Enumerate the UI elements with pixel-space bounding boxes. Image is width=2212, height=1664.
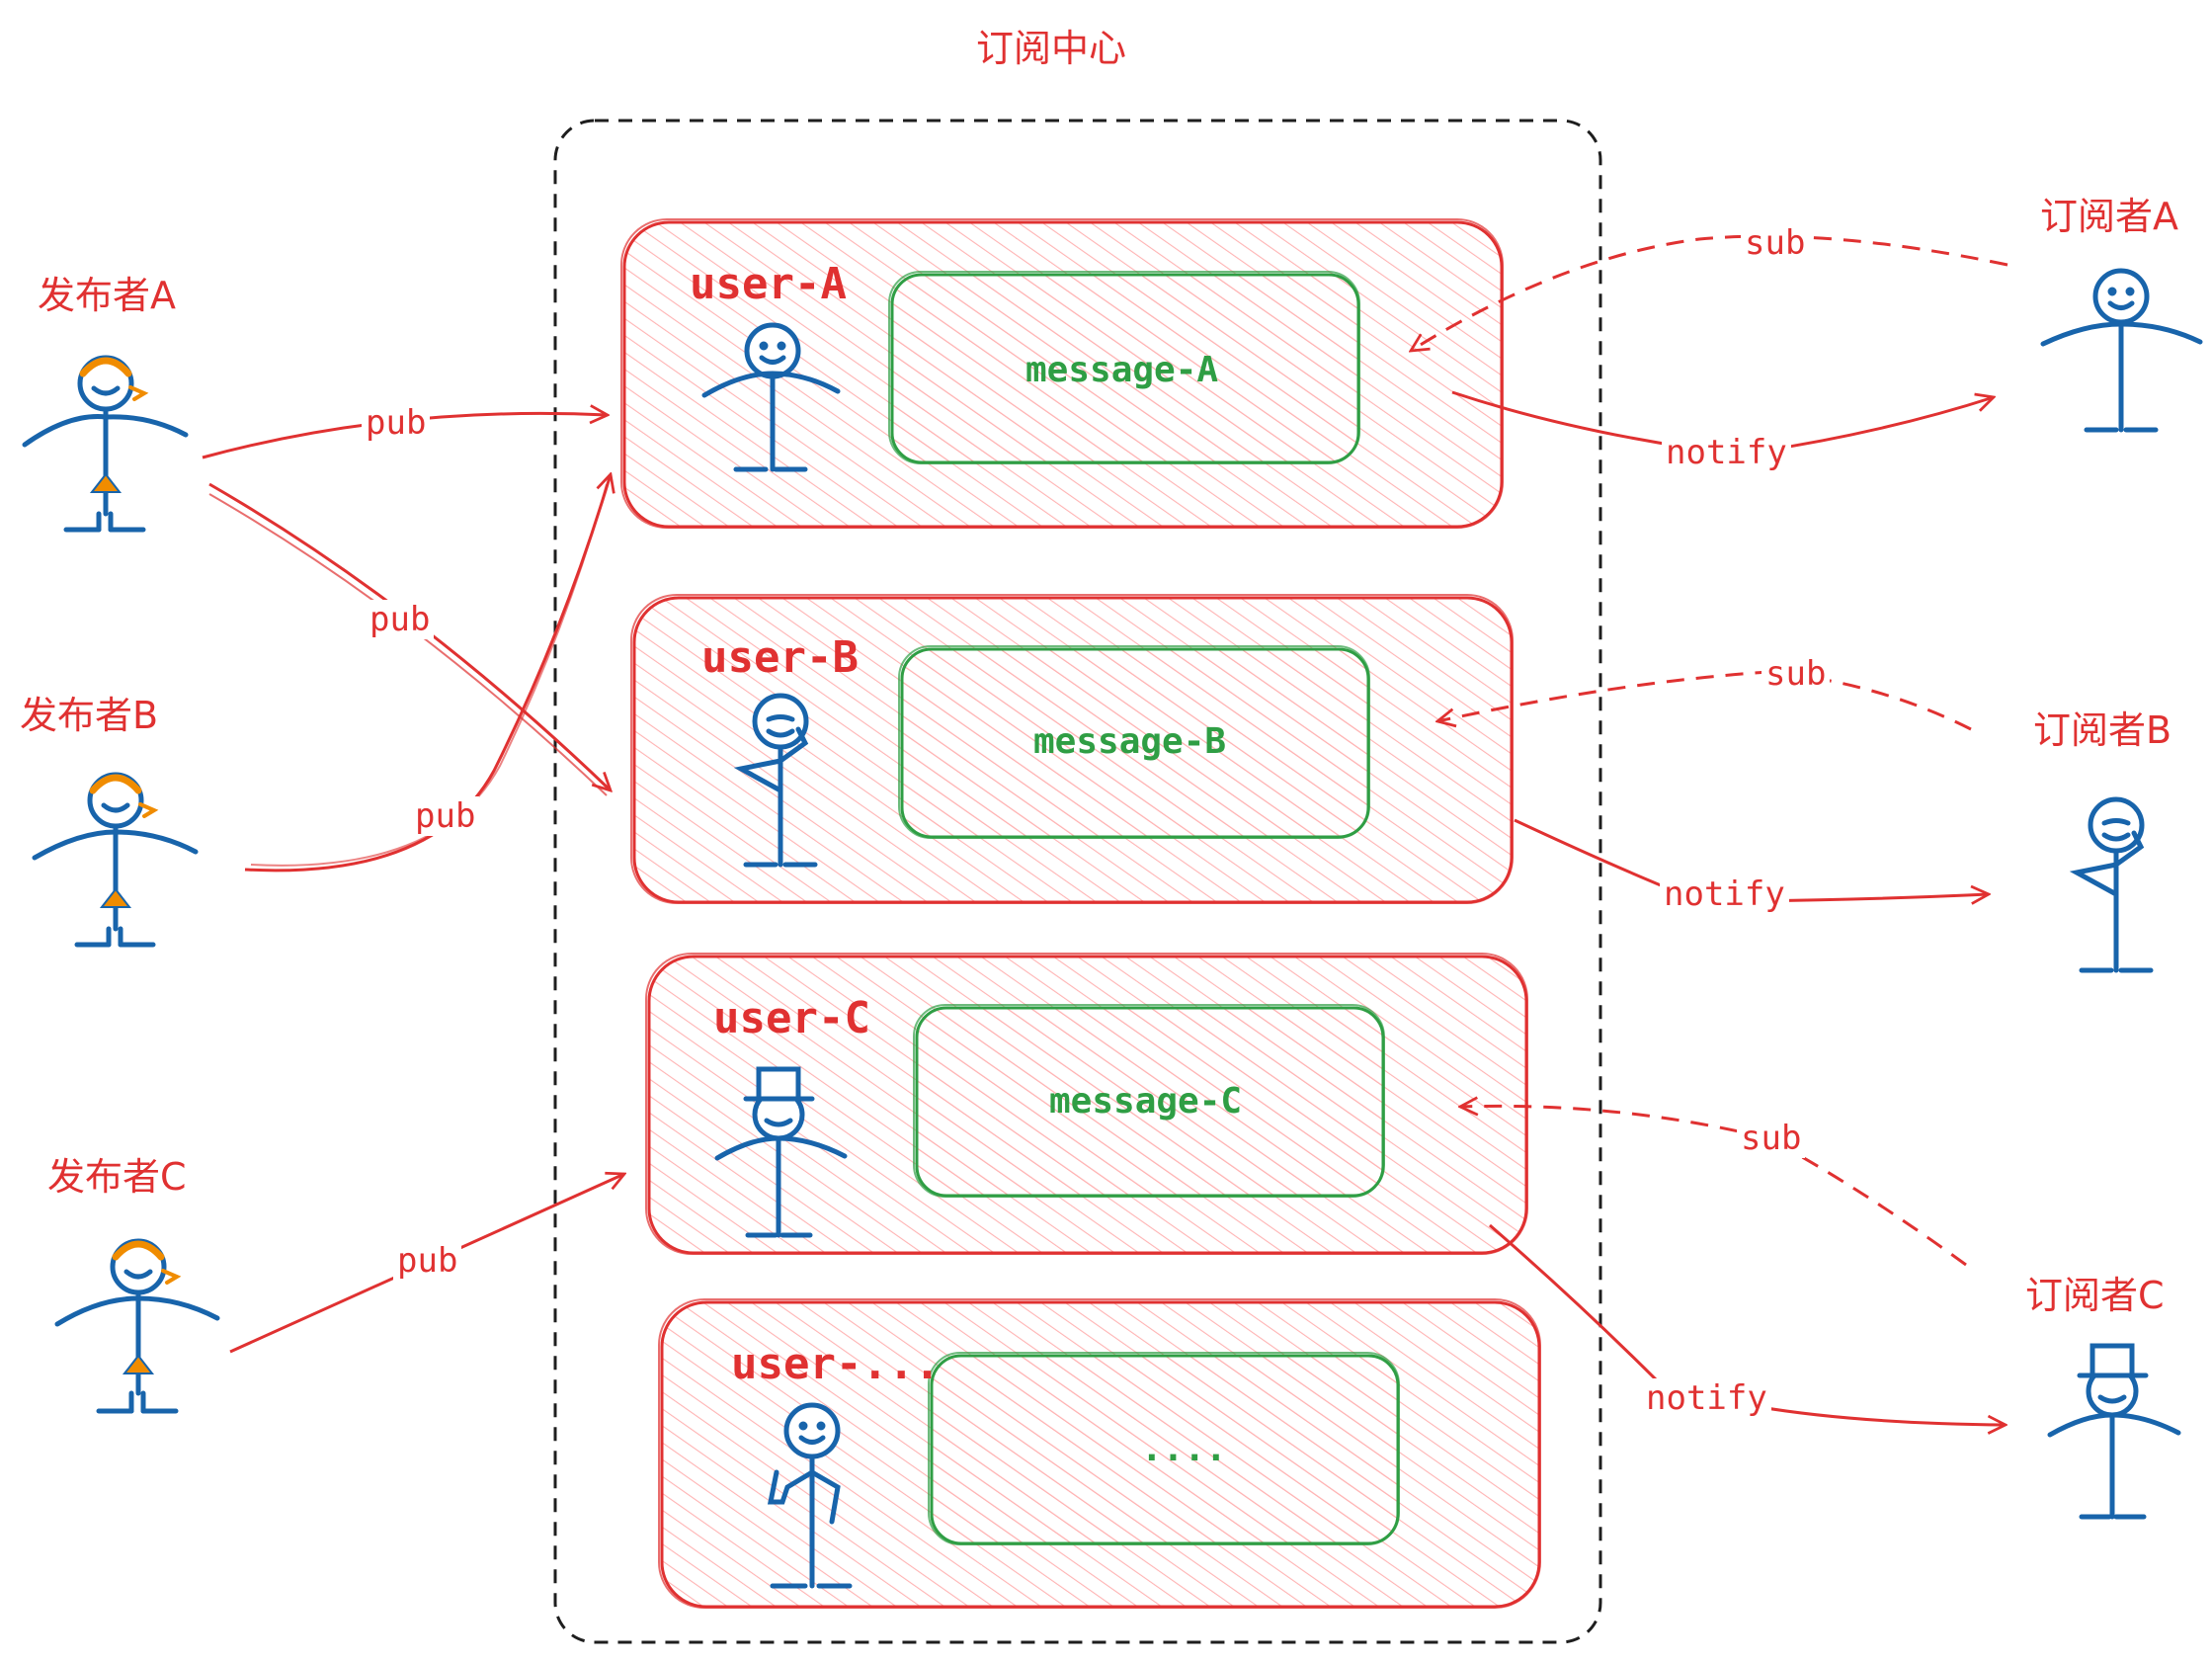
subscriber-c-label: 订阅者C: [2025, 1274, 2165, 1317]
user-c-label: user-C: [713, 993, 870, 1043]
user-a-figure: [701, 322, 841, 472]
sub-arrow-subscriber-b: [1437, 670, 1972, 731]
publisher-c-label: 发布者C: [47, 1155, 187, 1199]
pub-label-b-to-user-a: pub: [411, 796, 480, 836]
subscriber-b-figure: [2069, 796, 2154, 973]
publisher-a-figure: [22, 355, 189, 533]
sub-arrow-subscriber-a: [1411, 234, 2008, 351]
user-more-label: user-...: [731, 1339, 941, 1389]
user-box-more: [658, 1298, 1541, 1609]
publisher-a-label: 发布者A: [38, 274, 176, 317]
publisher-c-figure: [54, 1238, 220, 1414]
publisher-b-label: 发布者B: [20, 694, 159, 737]
pub-label-a-to-user-b: pub: [366, 600, 435, 639]
message-b-label: message-B: [1033, 721, 1227, 762]
sub-arrow-subscriber-c: [1460, 1106, 1967, 1267]
subscriber-c-figure: [2047, 1343, 2181, 1520]
user-more-figure: [767, 1402, 853, 1589]
pub-label-c-to-user-c: pub: [393, 1241, 462, 1281]
user-box-c: [645, 953, 1528, 1255]
subscriber-a-figure: [2040, 268, 2203, 433]
notify-label-subscriber-a: notify: [1662, 433, 1791, 472]
message-more-label: ....: [1141, 1429, 1227, 1469]
publisher-b-figure: [32, 772, 199, 948]
notify-label-subscriber-b: notify: [1660, 874, 1789, 914]
subscription-center-title: 订阅中心: [976, 27, 1127, 70]
subscription-center-boundary: [553, 119, 1602, 1644]
pub-label-a-to-user-a: pub: [362, 403, 431, 443]
sub-label-subscriber-b: sub: [1761, 654, 1831, 694]
message-c-label: message-C: [1049, 1081, 1243, 1122]
sub-label-subscriber-a: sub: [1741, 223, 1810, 263]
user-b-label: user-B: [701, 632, 859, 683]
user-c-figure: [714, 1066, 848, 1238]
sub-label-subscriber-c: sub: [1737, 1119, 1806, 1158]
user-box-b: [630, 594, 1514, 904]
notify-label-subscriber-c: notify: [1642, 1378, 1771, 1418]
user-a-label: user-A: [690, 259, 847, 309]
subscriber-a-label: 订阅者A: [2040, 195, 2178, 238]
user-box-a: [620, 218, 1504, 529]
pub-arrow-b-to-user-a: [244, 474, 611, 873]
message-a-label: message-A: [1025, 350, 1219, 390]
subscriber-b-label: 订阅者B: [2033, 708, 2172, 752]
user-b-figure: [733, 693, 818, 868]
